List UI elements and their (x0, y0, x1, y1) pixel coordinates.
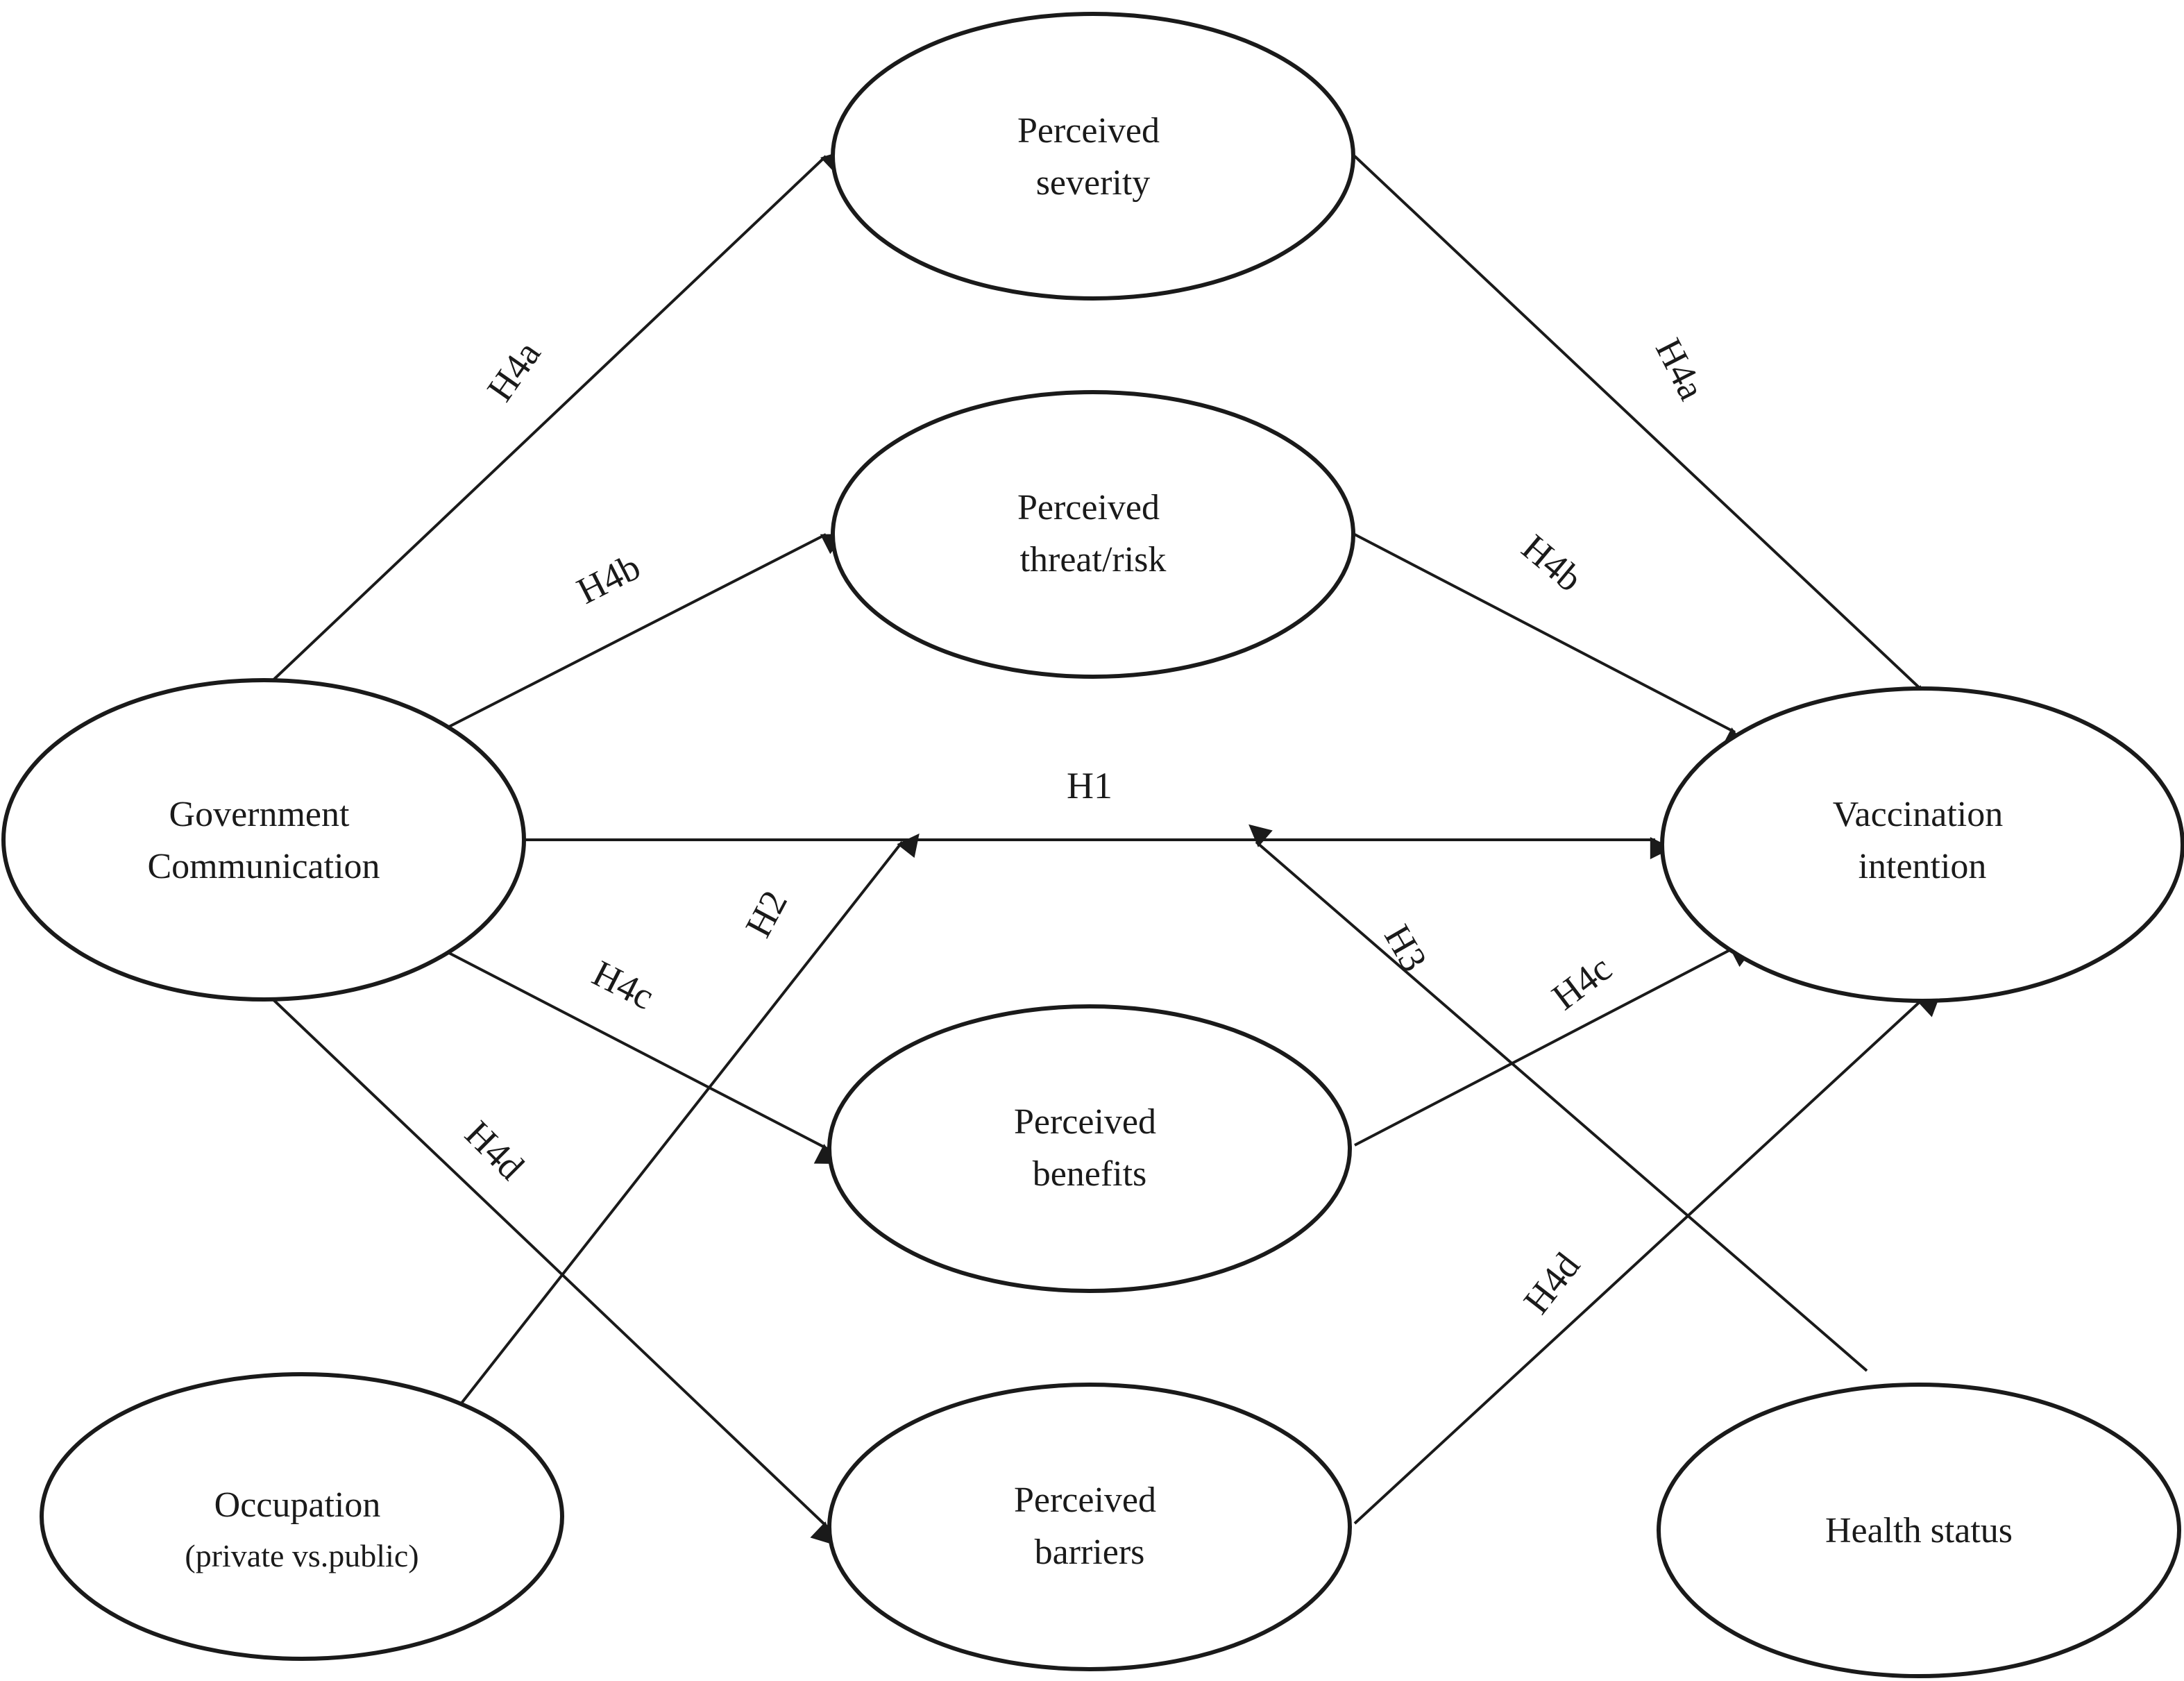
edge-h4b-threat-to-vaccination (1354, 533, 1747, 748)
node-label: Perceived (1017, 488, 1160, 527)
edge-h4c-benefits-to-vaccination (1354, 946, 1754, 1147)
node-label: Perceived (1017, 111, 1160, 151)
node-label: severity (1036, 163, 1151, 203)
edge-label-h4a-in: H4a (479, 334, 549, 409)
node-label: Communication (147, 847, 380, 886)
svg-text:Vaccination intention: Vaccination intention (1833, 795, 2012, 886)
edge-h4d-barriers-to-vaccination (1353, 993, 1941, 1525)
node-health-status: Health status (1657, 1383, 2181, 1678)
node-occupation: Occupation (private vs.public) (40, 1372, 564, 1661)
node-perceived-benefits: Perceived benefits (827, 1004, 1352, 1293)
svg-text:Government Communication: Government Communication (147, 795, 380, 886)
edge-label-h4b-in: H4b (570, 546, 647, 612)
node-label: Perceived (1014, 1102, 1156, 1142)
edge-label-h4b-out: H4b (1514, 526, 1591, 600)
edge-h4b-gov-to-threat (447, 533, 845, 729)
svg-text:Perceived severity: Perceived severity (1017, 111, 1169, 203)
node-label: Perceived (1014, 1480, 1156, 1520)
svg-text:Perceived threat/risk: Perceived threat/risk (1017, 488, 1169, 580)
svg-text:Occupation (private vs.p: Occupation (private vs.public) (185, 1485, 418, 1573)
edge-label-h4d-in: H4d (457, 1113, 532, 1188)
edge-label-h3: H3 (1376, 918, 1435, 978)
edge-h4c-gov-to-benefits (447, 951, 839, 1165)
edge-h3-health-to-h1 (1248, 824, 1868, 1372)
node-label: Occupation (214, 1485, 381, 1525)
node-label: benefits (1033, 1154, 1147, 1194)
edge-label-h4a-out: H4a (1648, 332, 1713, 406)
svg-text:Perceived barriers: Perceived barriers (1014, 1480, 1165, 1572)
node-label: intention (1859, 847, 1987, 886)
edge-label-h1: H1 (1067, 765, 1112, 806)
node-perceived-threat: Perceived threat/risk (831, 390, 1355, 679)
node-label: Vaccination (1833, 795, 2003, 834)
node-perceived-severity: Perceived severity (831, 12, 1355, 301)
node-label: threat/risk (1020, 540, 1167, 580)
edge-h2-occupation-to-h1 (457, 833, 920, 1409)
node-label: barriers (1035, 1532, 1145, 1572)
node-vaccination-intention: Vaccination intention (1660, 686, 2184, 1003)
svg-text:Perceived benefits: Perceived benefits (1014, 1102, 1165, 1194)
svg-text:Health status: Health status (1825, 1511, 2013, 1551)
edge-label-h4d-out: H4d (1516, 1245, 1589, 1321)
edge-label-h2: H2 (737, 884, 795, 943)
edge-label-h4c-in: H4c (586, 952, 660, 1017)
edge-label-h4c-out: H4c (1544, 947, 1619, 1018)
node-sublabel: (private vs.public) (185, 1538, 418, 1573)
node-government-communication: Government Communication (1, 678, 526, 1002)
node-label: Government (169, 795, 350, 834)
node-label: Health status (1825, 1511, 2013, 1551)
edges (266, 150, 1941, 1545)
edge-h4a-gov-to-severity (266, 150, 845, 687)
edge-h4a-severity-to-vaccination (1353, 155, 1929, 709)
node-perceived-barriers: Perceived barriers (827, 1383, 1352, 1671)
edge-h4d-gov-to-barriers (266, 992, 834, 1545)
